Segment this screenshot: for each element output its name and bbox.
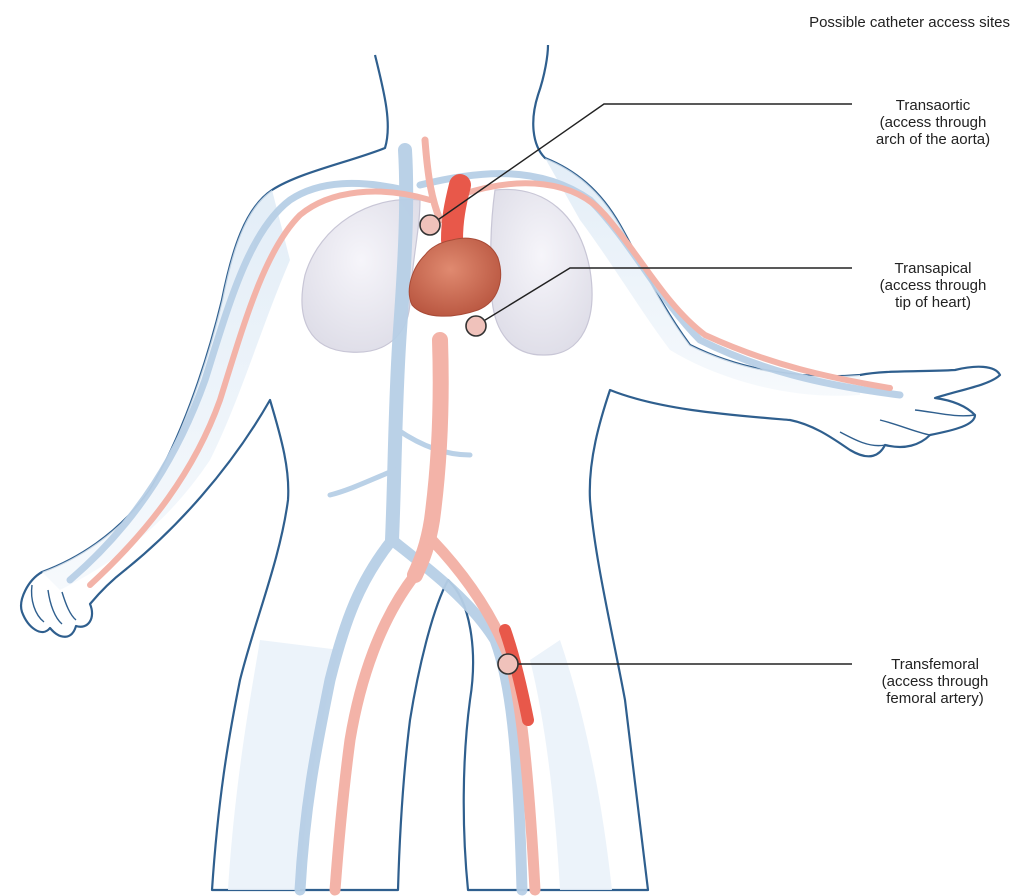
callout-line: (access through [838, 114, 1028, 131]
callout-transaortic: Transaortic (access through arch of the … [838, 97, 1028, 148]
callout-transfemoral: Transfemoral (access through femoral art… [840, 656, 1030, 707]
callout-transapical: Transapical (access through tip of heart… [838, 260, 1028, 311]
callout-line: (access through [838, 277, 1028, 294]
marker-transfemoral [498, 654, 518, 674]
callout-line: (access through [840, 673, 1030, 690]
callout-line: arch of the aorta) [838, 131, 1028, 148]
callout-name: Transaortic [838, 97, 1028, 114]
diagram-title: Possible catheter access sites [650, 14, 1010, 31]
callout-name: Transapical [838, 260, 1028, 277]
callout-line: femoral artery) [840, 690, 1030, 707]
marker-transaortic [420, 215, 440, 235]
marker-transapical [466, 316, 486, 336]
callout-line: tip of heart) [838, 294, 1028, 311]
callout-name: Transfemoral [840, 656, 1030, 673]
